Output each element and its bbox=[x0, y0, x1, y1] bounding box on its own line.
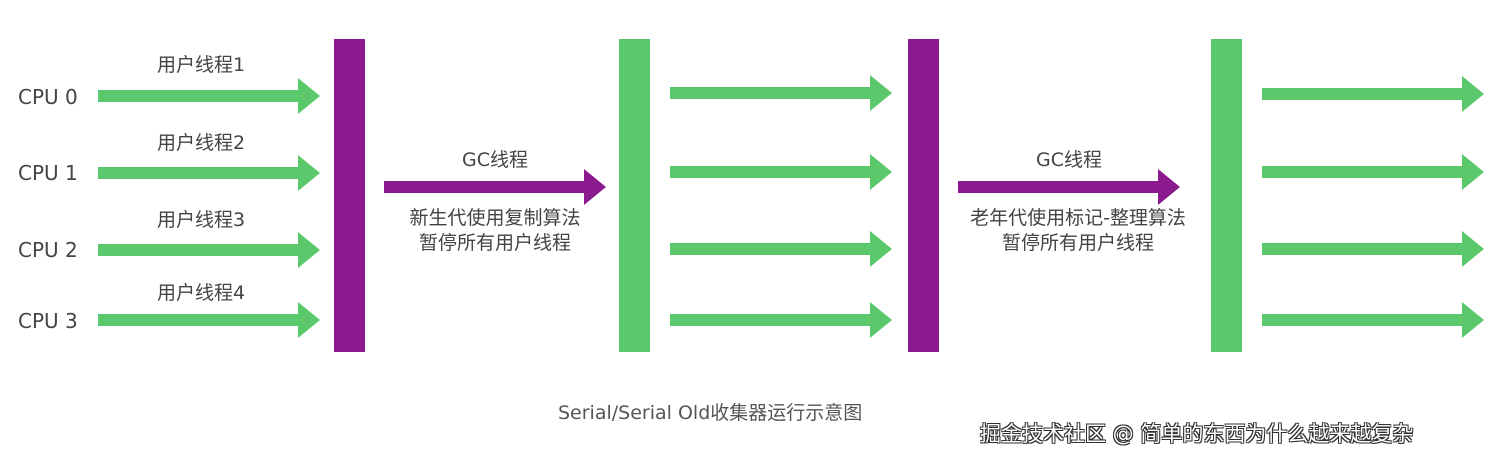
gc-thread-title-2: GC线程 bbox=[1036, 149, 1102, 171]
gc-thread-title-1: GC线程 bbox=[462, 149, 528, 171]
user-thread-label-2: 用户线程2 bbox=[157, 132, 246, 154]
user-thread-arrow-icon bbox=[670, 302, 892, 338]
user-thread-arrow-icon bbox=[670, 231, 892, 267]
gc-algorithm-text: 老年代使用标记-整理算法 bbox=[970, 207, 1186, 229]
gc-description-1: 新生代使用复制算法 暂停所有用户线程 bbox=[375, 206, 615, 256]
user-thread-arrow-icon bbox=[98, 302, 320, 338]
diagram-caption: Serial/Serial Old收集器运行示意图 bbox=[558, 402, 863, 424]
cpu-label-3: CPU 3 bbox=[18, 309, 78, 333]
user-thread-arrow-icon bbox=[98, 232, 320, 268]
user-thread-arrow-icon bbox=[670, 75, 892, 111]
cpu-label-2: CPU 2 bbox=[18, 238, 78, 262]
resume-bar-icon bbox=[619, 39, 650, 352]
user-thread-arrow-icon bbox=[1262, 302, 1484, 338]
user-thread-arrow-icon bbox=[1262, 231, 1484, 267]
user-thread-arrow-icon bbox=[670, 154, 892, 190]
gc-pause-text: 暂停所有用户线程 bbox=[1001, 232, 1154, 254]
user-thread-arrow-icon bbox=[98, 78, 320, 114]
gc-pause-text: 暂停所有用户线程 bbox=[418, 232, 571, 254]
safepoint-bar-icon bbox=[334, 39, 365, 352]
user-thread-arrow-icon bbox=[1262, 154, 1484, 190]
user-thread-label-1: 用户线程1 bbox=[157, 54, 246, 76]
user-thread-arrow-icon bbox=[98, 155, 320, 191]
cpu-label-0: CPU 0 bbox=[18, 85, 78, 109]
resume-bar-icon bbox=[1211, 39, 1242, 352]
user-thread-label-4: 用户线程4 bbox=[157, 282, 246, 304]
watermark: 掘金技术社区 @ 简单的东西为什么越来越复杂 bbox=[980, 422, 1414, 446]
gc-algorithm-text: 新生代使用复制算法 bbox=[409, 207, 581, 229]
gc-thread-arrow-icon bbox=[384, 169, 606, 205]
gc-thread-arrow-icon bbox=[958, 169, 1180, 205]
cpu-label-1: CPU 1 bbox=[18, 161, 78, 185]
user-thread-label-3: 用户线程3 bbox=[157, 209, 246, 231]
safepoint-bar-icon bbox=[908, 39, 939, 352]
gc-description-2: 老年代使用标记-整理算法 暂停所有用户线程 bbox=[938, 206, 1218, 256]
user-thread-arrow-icon bbox=[1262, 76, 1484, 112]
